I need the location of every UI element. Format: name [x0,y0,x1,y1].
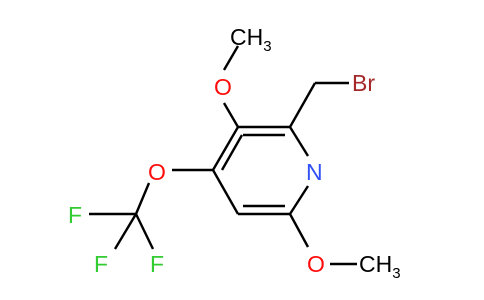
bond-o-top-ch3 [222,45,240,71]
atom-fluorine-bottom: F [94,251,108,277]
bond-c4-c3 [211,126,240,171]
bond-c5-c4 [211,169,240,215]
atom-fluorine-left: F [68,202,82,228]
atom-oxygen-left: O [148,159,166,185]
atom-oxygen-bottom: O [307,251,325,277]
bond-c2-ch2 [288,82,317,128]
bond-c3-o-top [222,102,240,128]
atom-nitrogen: N [306,159,323,185]
bond-o-left-cf3 [134,182,151,215]
bond-cf3-f-bottom [113,213,138,250]
bond-c4-c3-inner [220,134,244,171]
bond-c2-n [288,126,310,157]
atom-methyl-bottom: CH3 [359,251,401,282]
atom-oxygen-top: O [214,74,232,100]
atom-fluorine-right: F [150,251,164,277]
bond-n-c6 [288,185,310,215]
bonds [89,45,357,266]
atom-bromine: Br [352,70,375,96]
bond-c6-o-bottom [288,213,310,248]
atom-methyl-top: CH3 [230,24,272,55]
bond-cf3-f-right [134,213,155,250]
atom-labels: O CH3 Br N O F F F O CH3 [68,24,401,282]
